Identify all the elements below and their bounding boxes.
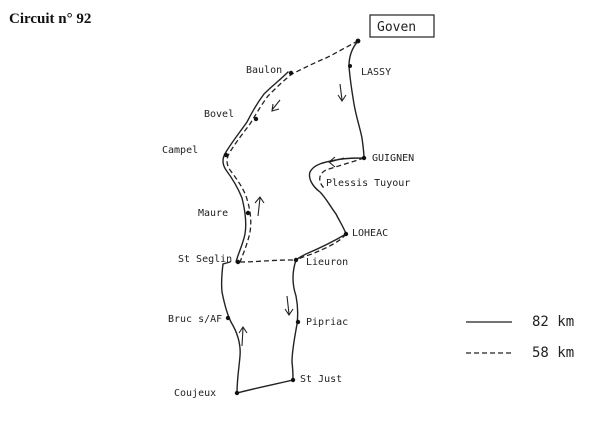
town-label-bruc: Bruc s/AF (168, 314, 222, 325)
town-label-bovel: Bovel (204, 109, 234, 120)
town-markers (223, 38, 367, 396)
town-label-coujeux: Coujeux (174, 388, 216, 399)
town-label-lieuron: Lieuron (306, 257, 348, 268)
route-solid-82km (220, 40, 365, 394)
page-title: Circuit n° 92 (9, 11, 92, 27)
town-label-maure: Maure (198, 208, 228, 219)
start-box (369, 14, 435, 38)
route-west-solid (222, 71, 289, 263)
town-label-loheac: LOHEAC (352, 228, 388, 239)
legend: 82 km 58 km (466, 314, 574, 361)
town-label-pipriac: Pipriac (306, 317, 348, 328)
town-label-st-just: St Just (300, 374, 342, 385)
town-label-plessis: Plessis Tuyour (326, 178, 410, 189)
town-label-baulon: Baulon (246, 65, 282, 76)
legend-dashed-label: 58 km (532, 345, 574, 361)
direction-arrows (238, 83, 347, 347)
town-label-st-seglin: St Seglin (178, 254, 232, 265)
legend-solid-label: 82 km (532, 314, 574, 330)
town-label-lassy: LASSY (361, 67, 391, 78)
start-label: Goven (377, 20, 416, 35)
town-label-guignen: GUIGNEN (372, 153, 414, 164)
route-dashed-58km (226, 40, 365, 263)
town-label-campel: Campel (162, 145, 198, 156)
